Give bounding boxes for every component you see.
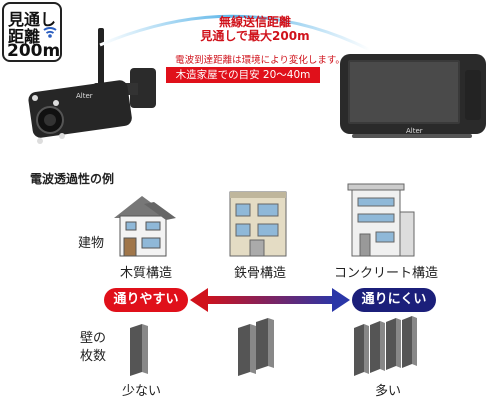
easy-pill: 通りやすい (104, 288, 188, 312)
badge-line-1: 見通し (8, 10, 57, 29)
wall-count-many: 多い (375, 384, 402, 399)
building-name-concrete: コンクリート構造 (333, 266, 438, 281)
callout-note: 電波到達距離は環境により変化します。 (175, 55, 345, 66)
badge-line-3: 200m (7, 41, 61, 61)
callout-title: 無線送信距離 見通しで最大200m (180, 15, 330, 43)
section-title: 電波透過性の例 (30, 172, 115, 186)
wifi-signal-icon (43, 27, 57, 38)
building-name-steel: 鉄骨構造 (233, 266, 286, 281)
wall-panels-two (238, 318, 274, 376)
walls-label-line-2: 枚数 (80, 349, 107, 364)
wooden-house-icon (114, 196, 176, 257)
monitor-illustration (340, 54, 486, 138)
wall-panels-one (130, 324, 148, 376)
walls-label: 壁の 枚数 (80, 330, 106, 366)
concrete-building-icon (347, 183, 415, 257)
hard-pill: 通りにくい (352, 288, 436, 312)
monitor-brand: Alter (406, 127, 423, 135)
walls-label-line-1: 壁の (80, 331, 107, 346)
callout-highlight: 木造家屋での目安 20〜40m (166, 67, 320, 83)
steel-building-icon (229, 191, 287, 257)
badge-line-2: 距離 (8, 27, 41, 46)
double-arrow-icon (190, 288, 350, 312)
range-badge: 見通し 距離 200m (2, 2, 62, 62)
building-label: 建物 (78, 236, 105, 251)
transmission-arc (99, 14, 371, 52)
building-name-wood: 木質構造 (119, 266, 172, 281)
callout-title-line-1: 無線送信距離 (218, 15, 291, 29)
wall-count-few: 少ない (122, 384, 162, 399)
callout-title-line-2: 見通しで最大200m (200, 29, 310, 43)
wall-panels-four (354, 316, 417, 376)
camera-brand: Alter (76, 92, 93, 100)
